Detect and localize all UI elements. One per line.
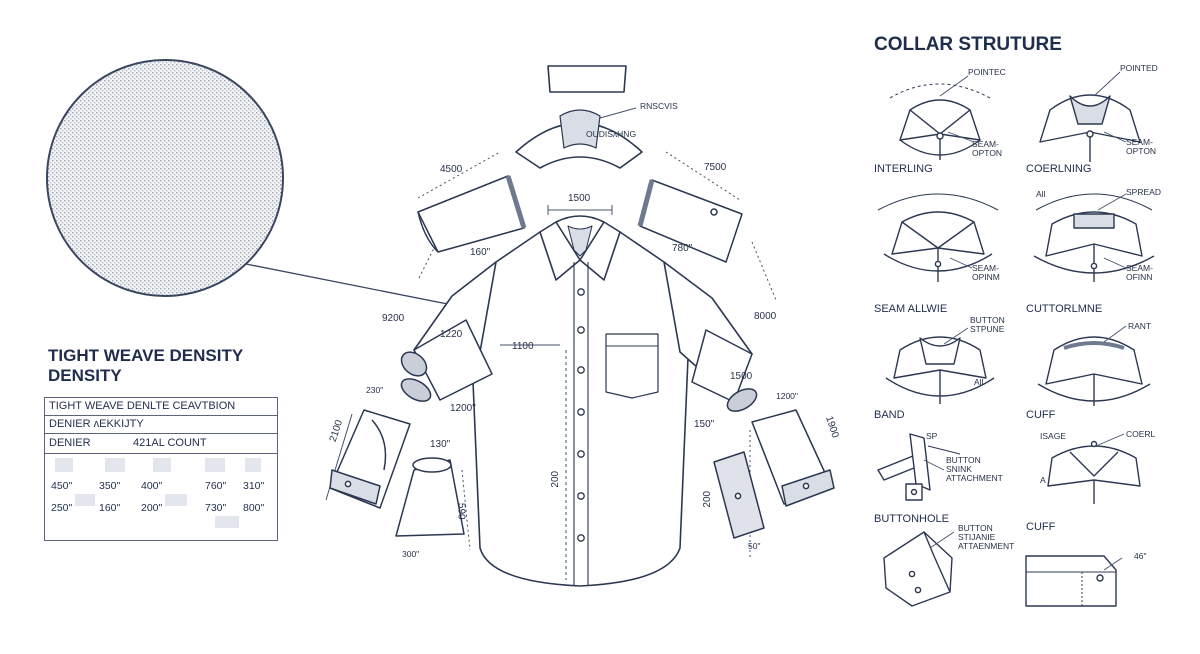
label-arm-left: 9200 [382, 313, 405, 324]
table-cell: 310" [243, 480, 265, 492]
table-column-header: DENIER 421AL COUNT [45, 433, 277, 454]
label-chest: 1100 [512, 341, 534, 352]
table-cell: 730" [205, 502, 227, 514]
table-cell: 160" [99, 502, 121, 514]
shirt-outline [413, 65, 753, 587]
sleeve-pieces [329, 175, 835, 539]
texture-title-line-2: DENSITY [48, 366, 122, 385]
density-table: TIGHT WEAVE DENLTE CEAVTBION DENIER ʌEKK… [44, 397, 278, 541]
table-tile [105, 458, 125, 472]
collar-label: All [1036, 189, 1046, 199]
label-ring-right-b: 1200" [776, 391, 798, 401]
collar-cell-name: BAND [874, 409, 905, 421]
collar-structure-title: COLLAR STRUTURE [874, 34, 1062, 55]
label-ring-left: 230" [366, 385, 384, 395]
collar-cell-name: CUFF [1026, 409, 1056, 421]
collar-cell-name: BUTTONHOLE [874, 513, 949, 525]
table-tile [55, 458, 73, 472]
label-collar-top: RNSCVIS [640, 101, 678, 111]
label-cuff-right-a: 780" [672, 243, 693, 254]
table-cell: 350" [99, 480, 121, 492]
collar-cell-name: COERLNING [1026, 163, 1092, 175]
table-col-b: 421AL COUNT [133, 437, 207, 449]
label-arm-right: 8000 [754, 311, 777, 322]
collar-label: All [974, 377, 984, 387]
collar-cell-name: CUFF [1026, 521, 1056, 533]
collar-label: SP [926, 431, 938, 441]
label-cuff-len-right: 200 [702, 490, 714, 508]
table-cell: 400" [141, 480, 163, 492]
collar-label: BUTTON STPUNE [970, 315, 1005, 334]
collar-cell-name: SEAM ALLWIE [874, 303, 948, 315]
label-sleeve-right: 7500 [704, 162, 727, 173]
collar-label: SPREAD [1126, 187, 1161, 197]
collar-cell-name: INTERLING [874, 163, 933, 175]
label-ring-left-b: 1200" [450, 403, 476, 414]
label-ring-right: 1500 [730, 371, 753, 382]
collar-label: 46" [1134, 551, 1147, 561]
collar-leader-lines [923, 71, 1127, 571]
collar-label: RANT [1128, 321, 1152, 331]
table-tile [153, 458, 171, 472]
table-cell: 250" [51, 502, 73, 514]
label-bottom-right: 50" [748, 541, 761, 551]
collar-label: SEAM- OFINN [1126, 263, 1153, 282]
collar-piece [515, 122, 643, 169]
label-sleeve-left: 4500 [440, 164, 463, 175]
collar-label: SEAM- OPTON [972, 139, 1003, 158]
collar-label: ISAGE [1040, 431, 1066, 441]
texture-title-line-1: TIGHT WEAVE DENSITY [48, 346, 244, 365]
collar-label: SEAM- OPTON [1126, 137, 1157, 156]
table-header: TIGHT WEAVE DENLTE CEAVTBION [45, 398, 277, 416]
label-collar-inner: OUDISʌHNG [586, 129, 637, 139]
collar-label: COERL [1126, 429, 1156, 439]
table-tile [165, 494, 187, 506]
collar-label: BUTTON SNINK ATTACHMENT [946, 455, 1003, 483]
collar-grid [877, 83, 1155, 607]
table-cell: 450" [51, 480, 73, 492]
collar-label: SEAM- OPINM [972, 263, 1000, 282]
label-cuff-right-b: 150" [694, 419, 715, 430]
label-bottom-left: 300" [402, 549, 420, 559]
label-yoke: 1500 [568, 193, 591, 204]
label-cuff-left-a: 160" [470, 247, 491, 258]
table-subheader: DENIER ʌEKKIJTY [45, 415, 277, 434]
table-tile [75, 494, 95, 506]
table-cell: 760" [205, 480, 227, 492]
collar-cell-name: CUTTORLMNE [1026, 303, 1103, 315]
table-tile [245, 458, 261, 472]
label-upper-arm: 1220 [440, 329, 463, 340]
table-col-a: DENIER [49, 437, 91, 449]
collar-label: POINTED [1120, 63, 1158, 73]
table-tile [205, 458, 225, 472]
fabric-texture-circle [46, 59, 491, 315]
texture-title: TIGHT WEAVE DENSITY DENSITY [48, 346, 243, 386]
table-cell: 200" [141, 502, 163, 514]
table-tile [215, 516, 239, 528]
collar-label: A [1040, 475, 1046, 485]
table-cell: 800" [243, 502, 265, 514]
label-cuff-len-left: 590 [455, 502, 467, 520]
collar-band-piece [547, 65, 627, 93]
label-length: 200 [550, 470, 562, 488]
collar-label: POINTEC [968, 67, 1006, 77]
label-cuff-left-b: 130" [430, 439, 451, 450]
placket-buttons [577, 288, 585, 542]
collar-label: BUTTON STIJANIE ATTAENMENT [958, 523, 1015, 551]
